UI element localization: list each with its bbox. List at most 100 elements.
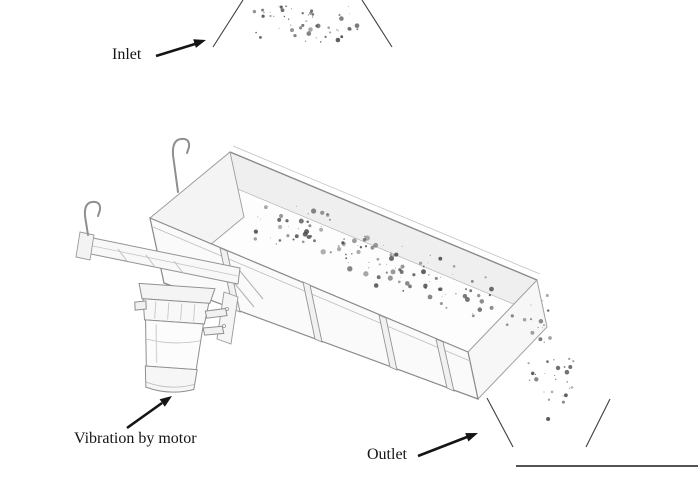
particle-dot [572, 360, 575, 363]
particle-dot [530, 304, 532, 306]
particle-dot [479, 299, 485, 304]
particle-dot [319, 41, 322, 43]
particle-dot [269, 14, 272, 18]
particle-dot [315, 37, 317, 39]
motor-side-bolt-1 [204, 307, 228, 319]
particle-dot [569, 387, 571, 389]
particle-dot [350, 252, 353, 255]
particle-dot [338, 15, 340, 16]
particle-dot [306, 236, 308, 239]
particle-dot [299, 26, 303, 30]
particle-dot [553, 359, 555, 361]
particle-dot [283, 15, 286, 18]
particle-dot [464, 288, 468, 291]
particle-dot [427, 294, 433, 300]
particle-dot [347, 262, 349, 264]
particle-dot [529, 318, 533, 321]
particle-dot [564, 393, 568, 398]
particle-dot [305, 20, 308, 22]
particle-dot [287, 18, 290, 20]
particle-dot [388, 255, 395, 262]
particle-dot [312, 16, 314, 18]
particle-dot [301, 240, 305, 244]
particle-dot [269, 237, 271, 239]
particle-dot [570, 386, 574, 389]
particle-dot [368, 261, 370, 263]
particle-dot [340, 35, 344, 39]
particle-dot [291, 8, 292, 10]
particle-dot [469, 289, 473, 293]
particle-dot [345, 257, 348, 260]
particle-dot [364, 235, 366, 237]
particle-dot [359, 246, 363, 249]
particle-dot [311, 208, 317, 214]
outlet-label: Outlet [367, 446, 407, 463]
particle-dot [401, 245, 403, 247]
particle-dot [542, 327, 544, 329]
particle-dot [389, 279, 391, 281]
particle-dot [399, 270, 404, 274]
particle-dot [337, 245, 340, 248]
particles-inlet-stream [252, 5, 360, 43]
particle-dot [408, 284, 412, 289]
particle-dot [544, 373, 546, 374]
particle-dot [347, 26, 352, 31]
particle-dot [279, 213, 284, 219]
particle-dot [288, 226, 289, 228]
particle-dot [399, 276, 401, 278]
particle-dot [298, 218, 304, 224]
particle-dot [324, 35, 327, 39]
collar-rib-4 [193, 304, 196, 322]
particle-dot [510, 314, 514, 318]
particle-dot [362, 237, 367, 242]
particle-dot [311, 13, 315, 16]
particle-dot [338, 13, 341, 16]
particle-dot [390, 252, 392, 254]
particle-dot [309, 234, 313, 238]
vibration-source-label: Vibration by motor [74, 430, 197, 447]
particle-dot [543, 341, 546, 344]
outlet-funnel-left-wall [486, 397, 514, 448]
particle-dot [418, 261, 423, 265]
outlet-funnel [486, 397, 611, 448]
particle-dot [336, 29, 338, 31]
particle-dot [387, 275, 393, 281]
particle-dot [263, 11, 265, 14]
particle-dot [546, 360, 549, 363]
particle-dot [336, 246, 342, 252]
beam-tick-1 [117, 248, 128, 262]
particle-dot [394, 252, 399, 257]
particle-dot [440, 276, 442, 278]
particle-dot [320, 225, 322, 227]
particle-dot [528, 379, 531, 382]
inlet-arrow [155, 39, 206, 58]
particle-dot [434, 276, 438, 280]
particle-dot [364, 245, 368, 248]
feeder-trough-shell [149, 151, 548, 401]
particle-dot [477, 307, 483, 312]
particle-dot [566, 381, 569, 383]
particle-dot [277, 217, 282, 222]
particle-dot [562, 395, 564, 397]
particle-dot [327, 26, 330, 29]
particle-dot [373, 242, 379, 248]
motor-bottom-cup [144, 365, 198, 393]
particle-dot [538, 319, 544, 324]
beam-tick-2 [145, 254, 156, 268]
particle-dot [329, 218, 331, 221]
hanging-hooks [83, 137, 191, 236]
particle-dot [301, 23, 305, 27]
particle-dot [320, 249, 326, 255]
particle-dot [319, 227, 324, 232]
particle-dot [568, 365, 573, 369]
particle-dot [534, 373, 537, 376]
particle-dot [285, 5, 287, 8]
particle-dot [364, 235, 370, 241]
particle-dot [307, 213, 309, 215]
particle-dot [352, 238, 357, 244]
particles-trough-bed [253, 205, 494, 318]
particle-dot [547, 398, 551, 401]
particle-dot [554, 374, 556, 377]
